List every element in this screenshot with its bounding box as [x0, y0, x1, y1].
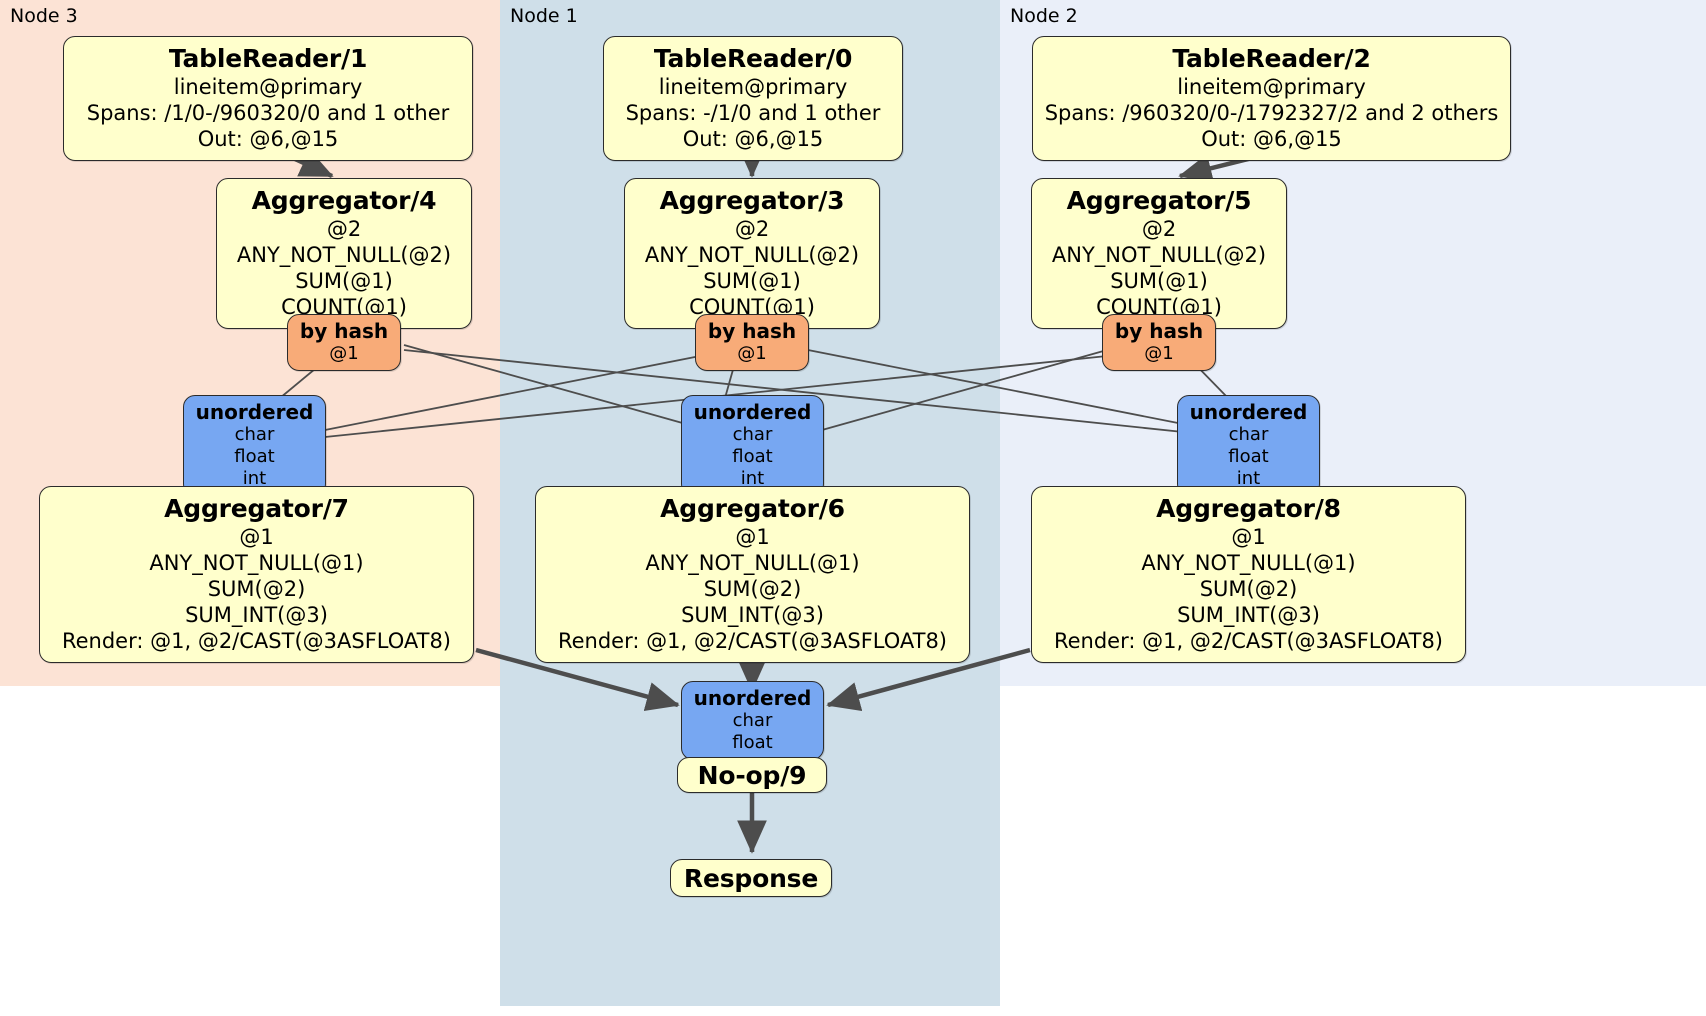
- router-line: float: [732, 732, 773, 754]
- processor-title: Aggregator/6: [660, 494, 845, 523]
- processor-line: Spans: -/1/0 and 1 other: [625, 101, 881, 126]
- router-line: @1: [329, 343, 359, 365]
- router-by-hash-aggregator-3[interactable]: by hash @1: [695, 314, 809, 372]
- router-title: unordered: [693, 686, 812, 710]
- processor-line: Out: @6,@15: [1201, 127, 1342, 152]
- processor-response[interactable]: Response: [670, 859, 832, 897]
- processor-line: SUM_INT(@3): [185, 603, 328, 628]
- processor-line: @2: [326, 217, 362, 241]
- router-title: by hash: [1114, 319, 1204, 343]
- processor-title: Aggregator/5: [1066, 186, 1252, 215]
- router-title: unordered: [195, 400, 314, 424]
- processor-line: Out: @6,@15: [197, 127, 339, 152]
- router-title: unordered: [1189, 400, 1308, 424]
- node-panel-label-node1: Node 1: [510, 5, 578, 27]
- processor-line: lineitem@primary: [658, 75, 848, 99]
- router-line: int: [1236, 468, 1261, 490]
- router-line: float: [1228, 446, 1269, 468]
- processor-line: SUM(@1): [1110, 269, 1208, 294]
- processor-line: SUM(@2): [207, 577, 306, 602]
- processor-line: ANY_NOT_NULL(@2): [644, 243, 860, 268]
- processor-line: ANY_NOT_NULL(@2): [236, 243, 452, 268]
- processor-line: Spans: /960320/0-/1792327/2 and 2 others: [1044, 101, 1499, 126]
- router-title: by hash: [707, 319, 797, 343]
- processor-noop-9[interactable]: No-op/9: [677, 757, 827, 793]
- processor-line: lineitem@primary: [1177, 75, 1366, 99]
- router-unordered-aggregator-6[interactable]: unordered char float int: [681, 395, 824, 497]
- processor-aggregator-8[interactable]: Aggregator/8 @1 ANY_NOT_NULL(@1) SUM(@2)…: [1031, 486, 1466, 664]
- processor-aggregator-3[interactable]: Aggregator/3 @2 ANY_NOT_NULL(@2) SUM(@1)…: [624, 178, 880, 330]
- processor-line: Render: @1, @2/CAST(@3ASFLOAT8): [557, 629, 948, 654]
- node-panel-label-node3: Node 3: [10, 5, 78, 27]
- processor-line: Spans: /1/0-/960320/0 and 1 other: [86, 101, 450, 126]
- processor-title: Aggregator/8: [1156, 494, 1341, 523]
- processor-line: ANY_NOT_NULL(@1): [149, 551, 364, 576]
- router-title: unordered: [693, 400, 812, 424]
- processor-table-reader-1[interactable]: TableReader/1 lineitem@primary Spans: /1…: [63, 36, 473, 162]
- processor-line: SUM(@2): [1199, 577, 1298, 602]
- processor-line: SUM(@2): [703, 577, 802, 602]
- processor-line: Render: @1, @2/CAST(@3ASFLOAT8): [1053, 629, 1444, 654]
- processor-line: SUM(@1): [703, 269, 801, 294]
- router-by-hash-aggregator-5[interactable]: by hash @1: [1102, 314, 1216, 372]
- processor-aggregator-4[interactable]: Aggregator/4 @2 ANY_NOT_NULL(@2) SUM(@1)…: [216, 178, 472, 330]
- processor-line: SUM_INT(@3): [681, 603, 824, 628]
- router-unordered-final[interactable]: unordered char float: [681, 681, 824, 761]
- processor-line: lineitem@primary: [173, 75, 363, 99]
- router-title: by hash: [299, 319, 389, 343]
- router-line: float: [732, 446, 773, 468]
- processor-table-reader-2[interactable]: TableReader/2 lineitem@primary Spans: /9…: [1032, 36, 1511, 162]
- processor-line: @1: [1231, 525, 1266, 549]
- processor-aggregator-5[interactable]: Aggregator/5 @2 ANY_NOT_NULL(@2) SUM(@1)…: [1031, 178, 1287, 330]
- router-unordered-aggregator-8[interactable]: unordered char float int: [1177, 395, 1320, 497]
- processor-line: ANY_NOT_NULL(@1): [1141, 551, 1356, 576]
- processor-line: SUM(@1): [295, 269, 393, 294]
- router-by-hash-aggregator-4[interactable]: by hash @1: [287, 314, 401, 372]
- processor-line: Render: @1, @2/CAST(@3ASFLOAT8): [61, 629, 452, 654]
- router-line: float: [234, 446, 275, 468]
- router-line: char: [732, 710, 773, 732]
- router-line: @1: [1144, 343, 1174, 365]
- processor-line: @1: [735, 525, 770, 549]
- processor-title: Response: [683, 863, 819, 893]
- processor-title: TableReader/2: [1172, 44, 1371, 73]
- router-line: int: [242, 468, 267, 490]
- router-line: @1: [737, 343, 767, 365]
- router-line: char: [234, 424, 275, 446]
- processor-table-reader-0[interactable]: TableReader/0 lineitem@primary Spans: -/…: [603, 36, 903, 162]
- router-line: int: [740, 468, 765, 490]
- processor-line: ANY_NOT_NULL(@1): [645, 551, 860, 576]
- processor-title: TableReader/1: [168, 44, 368, 73]
- processor-title: TableReader/0: [653, 44, 853, 73]
- processor-line: @2: [1141, 217, 1177, 241]
- processor-line: @2: [734, 217, 770, 241]
- processor-title: Aggregator/7: [164, 494, 349, 523]
- processor-aggregator-6[interactable]: Aggregator/6 @1 ANY_NOT_NULL(@1) SUM(@2)…: [535, 486, 970, 664]
- processor-aggregator-7[interactable]: Aggregator/7 @1 ANY_NOT_NULL(@1) SUM(@2)…: [39, 486, 474, 664]
- processor-line: SUM_INT(@3): [1177, 603, 1320, 628]
- processor-title: No-op/9: [697, 760, 807, 790]
- router-line: char: [732, 424, 773, 446]
- processor-title: Aggregator/3: [659, 186, 845, 215]
- router-unordered-aggregator-7[interactable]: unordered char float int: [183, 395, 326, 497]
- processor-line: @1: [239, 525, 274, 549]
- processor-line: ANY_NOT_NULL(@2): [1051, 243, 1267, 268]
- router-line: char: [1228, 424, 1269, 446]
- processor-title: Aggregator/4: [251, 186, 437, 215]
- node-panel-label-node2: Node 2: [1010, 5, 1078, 27]
- processor-line: Out: @6,@15: [682, 127, 824, 152]
